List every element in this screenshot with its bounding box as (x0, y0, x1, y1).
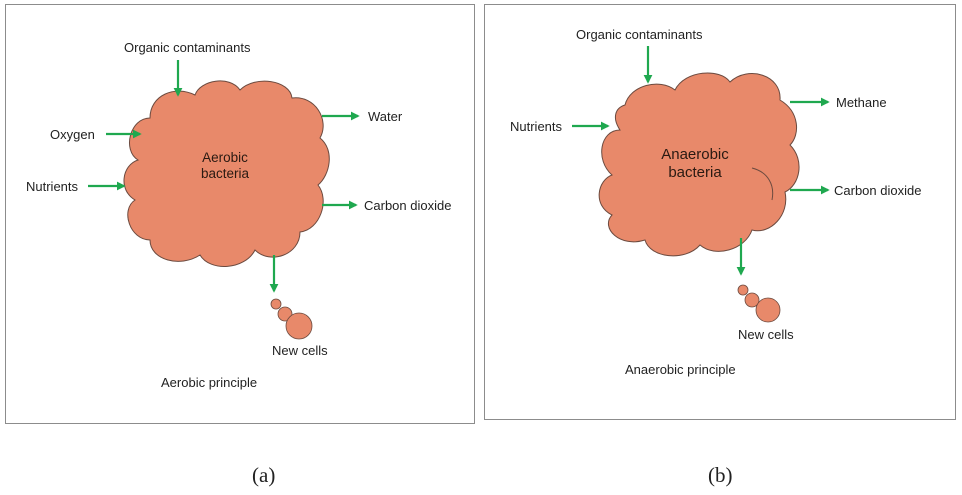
new-cell-medium-b (744, 292, 760, 308)
anaerobic-bacteria-blob (598, 72, 800, 257)
label-anaerobic-bacteria: Anaerobic bacteria (640, 146, 750, 182)
anaerobic-blob-fold (751, 167, 774, 201)
label-nutrients-b: Nutrients (510, 119, 563, 134)
label-new-cells-b: New cells (738, 327, 794, 342)
label-nutrients: Nutrients (26, 179, 79, 194)
label-carbon-dioxide: Carbon dioxide (364, 198, 452, 213)
new-cell-small (270, 298, 282, 310)
aerobic-line2: bacteria (200, 166, 250, 181)
new-cell-large-b (755, 297, 781, 323)
label-anaerobic-principle: Anaerobic principle (625, 362, 736, 377)
caption-a: (a) (252, 463, 276, 487)
label-new-cells: New cells (272, 343, 328, 358)
label-aerobic-bacteria: Aerobic bacteria (180, 150, 270, 182)
aerobic-bacteria-blob (123, 80, 330, 267)
label-water: Water (368, 109, 403, 124)
label-oxygen: Oxygen (50, 127, 95, 142)
anaerobic-line2: bacteria (668, 164, 722, 181)
caption-b: (b) (708, 463, 733, 487)
label-aerobic-principle: Aerobic principle (161, 375, 258, 390)
label-organic-contaminants: Organic contaminants (124, 40, 251, 55)
new-cell-medium (277, 306, 293, 322)
label-methane: Methane (836, 95, 887, 110)
new-cell-large (285, 312, 313, 340)
aerobic-line1: Aerobic (202, 150, 248, 165)
label-organic-contaminants-b: Organic contaminants (576, 27, 703, 42)
label-carbon-dioxide-b: Carbon dioxide (834, 183, 922, 198)
anaerobic-line1: Anaerobic (661, 146, 729, 163)
new-cell-small-b (737, 284, 749, 296)
